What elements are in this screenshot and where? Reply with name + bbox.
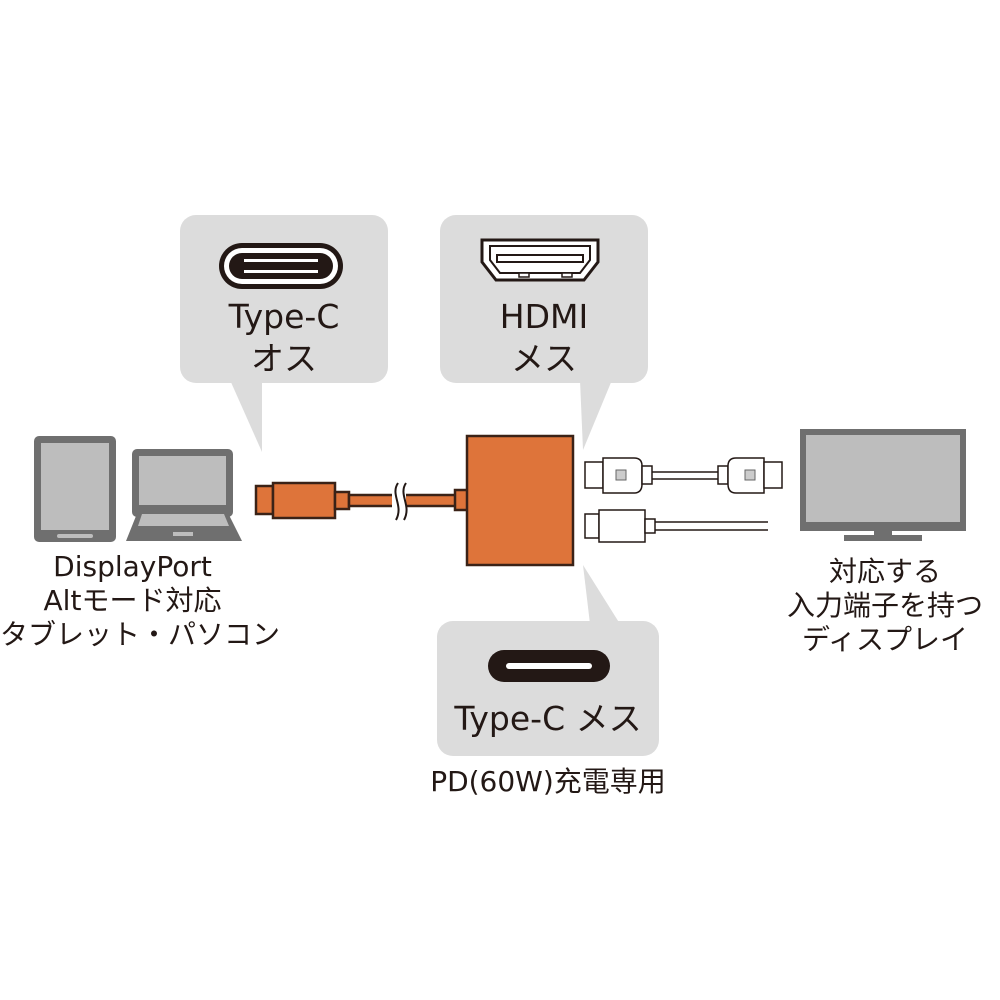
pd-charging-note: PD(60W)充電専用	[430, 765, 666, 798]
source-device-caption: DisplayPort Altモード対応 タブレット・パソコン	[0, 550, 281, 652]
hdmi-female-label-line2: メス	[511, 339, 577, 378]
source-caption-line3: タブレット・パソコン	[0, 618, 281, 651]
usb-c-charging-cable	[584, 509, 768, 543]
usb-type-c-connector-icon	[219, 243, 343, 289]
display-caption-line1: 対応する	[828, 555, 941, 588]
cable-break-mark	[392, 482, 408, 521]
adapter-body	[465, 434, 575, 567]
typec-male-label-line2: オス	[251, 339, 317, 378]
hdmi-female-label: HDMI メス	[440, 296, 648, 380]
display-caption-line2: 入力端子を持つ	[786, 589, 983, 622]
display-caption: 対応する 入力端子を持つ ディスプレイ	[770, 555, 1000, 657]
typec-male-label-line1: Type-C	[228, 297, 340, 336]
display-caption-line3: ディスプレイ	[801, 623, 969, 656]
hdmi-connector-icon	[480, 238, 600, 282]
monitor-icon	[800, 429, 966, 541]
typec-female-label-line1: Type-C メス	[454, 699, 642, 738]
source-caption-line1: DisplayPort	[53, 550, 212, 583]
usb-type-c-port-icon	[488, 650, 610, 682]
laptop-icon	[126, 449, 242, 541]
typec-male-label: Type-C オス	[180, 296, 388, 380]
typec-female-label: Type-C メス	[437, 698, 659, 740]
hdmi-female-label-line1: HDMI	[499, 297, 589, 336]
source-caption-line2: Altモード対応	[43, 584, 222, 617]
tablet-icon	[34, 436, 116, 542]
adapter-cable	[254, 481, 470, 520]
hdmi-cable	[584, 457, 783, 494]
